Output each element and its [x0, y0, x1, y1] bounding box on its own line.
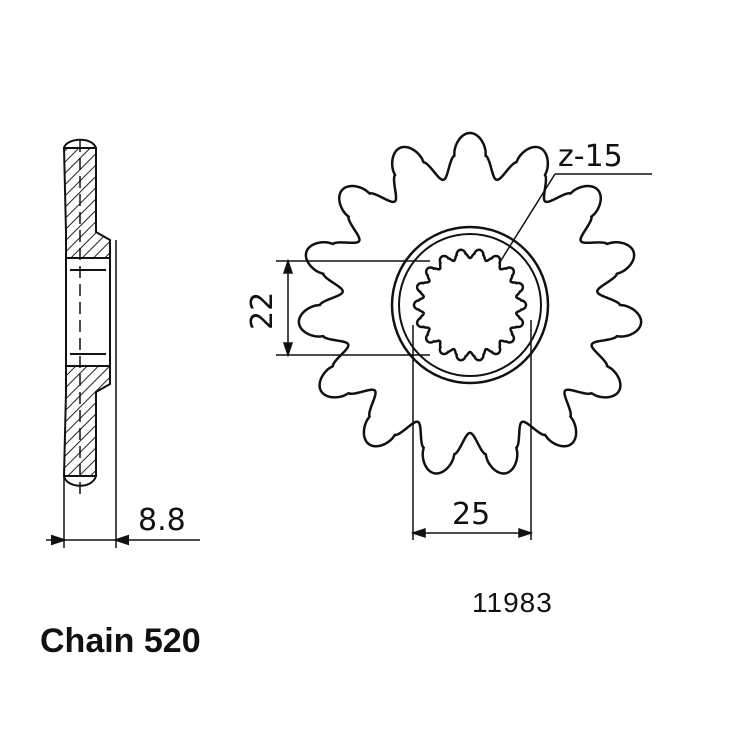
spline-bore: [412, 248, 528, 362]
side-lower-flange: [62, 365, 111, 477]
bore-dimension-label: 22: [245, 292, 280, 330]
hub-outer-circle: [390, 225, 550, 385]
side-upper-flange: [62, 147, 111, 259]
spline-width-dimension-label: 25: [452, 497, 490, 532]
teeth-count-leader: [499, 173, 652, 263]
part-number: 11983: [472, 587, 553, 618]
side-hub: [65, 257, 111, 367]
side-profile-view: [46, 138, 200, 548]
hub-inner-circle: [398, 233, 542, 377]
bore-dimension: [276, 258, 430, 358]
chain-size-label: Chain 520: [40, 622, 201, 660]
sprocket-front-view: [297, 131, 643, 475]
teeth-count-label: z-15: [558, 139, 623, 174]
sprocket-tooth-profile: [297, 131, 643, 475]
thickness-dimension-label: 8.8: [138, 503, 186, 538]
spline-width-dimension: [410, 320, 534, 540]
side-top-tooth: [63, 138, 97, 149]
